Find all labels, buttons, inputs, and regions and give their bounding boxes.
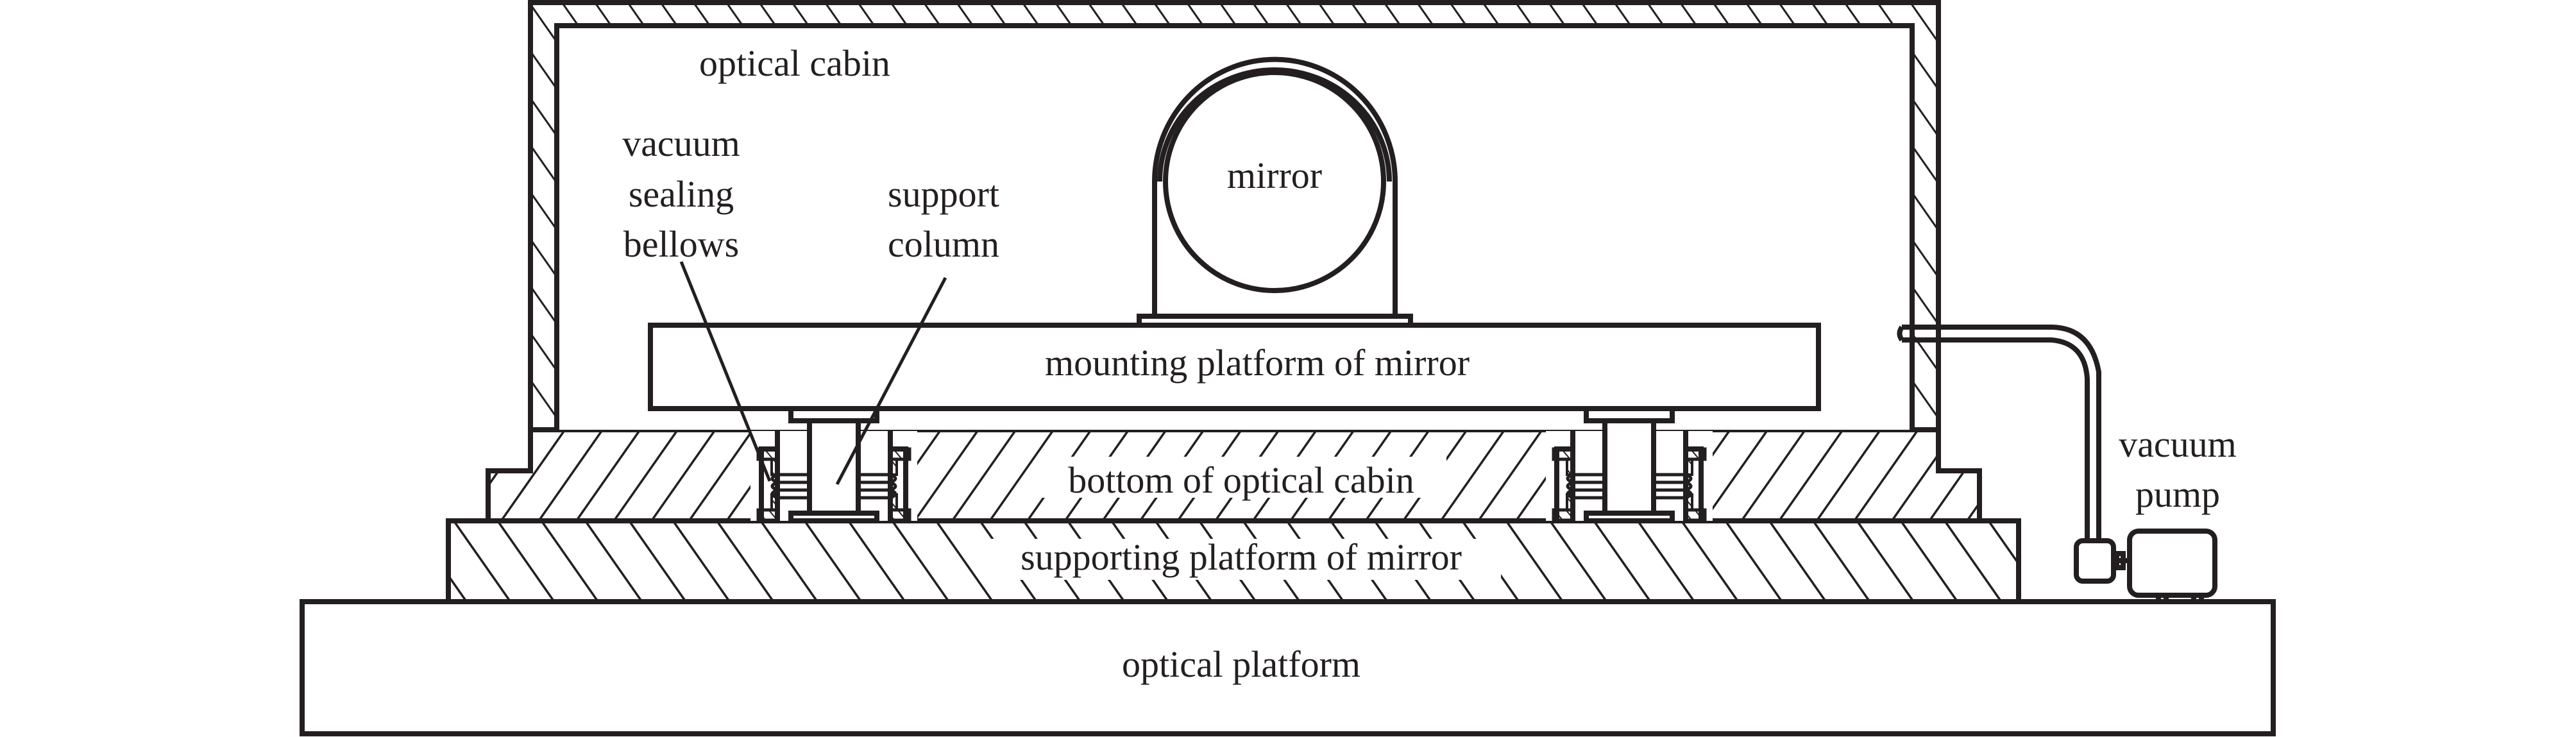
label-column-2: column: [888, 223, 999, 265]
label-bg-support: [981, 539, 1501, 580]
label-bellows-3: bellows: [623, 223, 739, 265]
label-optical-cabin: optical cabin: [699, 42, 890, 84]
label-bg-bottom: [1036, 457, 1446, 498]
support-column-left: [788, 406, 879, 523]
label-bellows-2: sealing: [629, 173, 734, 215]
label-supporting-platform: supporting platform of mirror: [1021, 536, 1462, 578]
vacuum-pump: [2074, 529, 2217, 604]
label-optical-platform: optical platform: [1122, 643, 1360, 685]
support-column-right: [1584, 406, 1675, 523]
label-bellows-1: vacuum: [622, 123, 740, 164]
mounting-platform: [648, 323, 1821, 411]
column-assembly-right: [1546, 406, 1713, 523]
mirror: [1163, 70, 1386, 293]
bellows-right: [1566, 473, 1693, 500]
bellows-left: [770, 473, 897, 500]
label-mirror: mirror: [1227, 155, 1322, 196]
optical-platform: [300, 599, 2276, 736]
label-cabin-bottom: bottom of optical cabin: [1068, 459, 1414, 501]
label-pump-2: pump: [2135, 473, 2220, 515]
vacuum-pipe: [1897, 325, 2101, 545]
label-column-1: support: [888, 173, 999, 215]
label-mounting-platform: mounting platform of mirror: [1045, 342, 1470, 384]
column-assembly-left: [750, 406, 917, 523]
label-pump-1: vacuum: [2119, 423, 2237, 465]
leader-bellows: [679, 261, 772, 482]
leader-column: [835, 276, 947, 486]
